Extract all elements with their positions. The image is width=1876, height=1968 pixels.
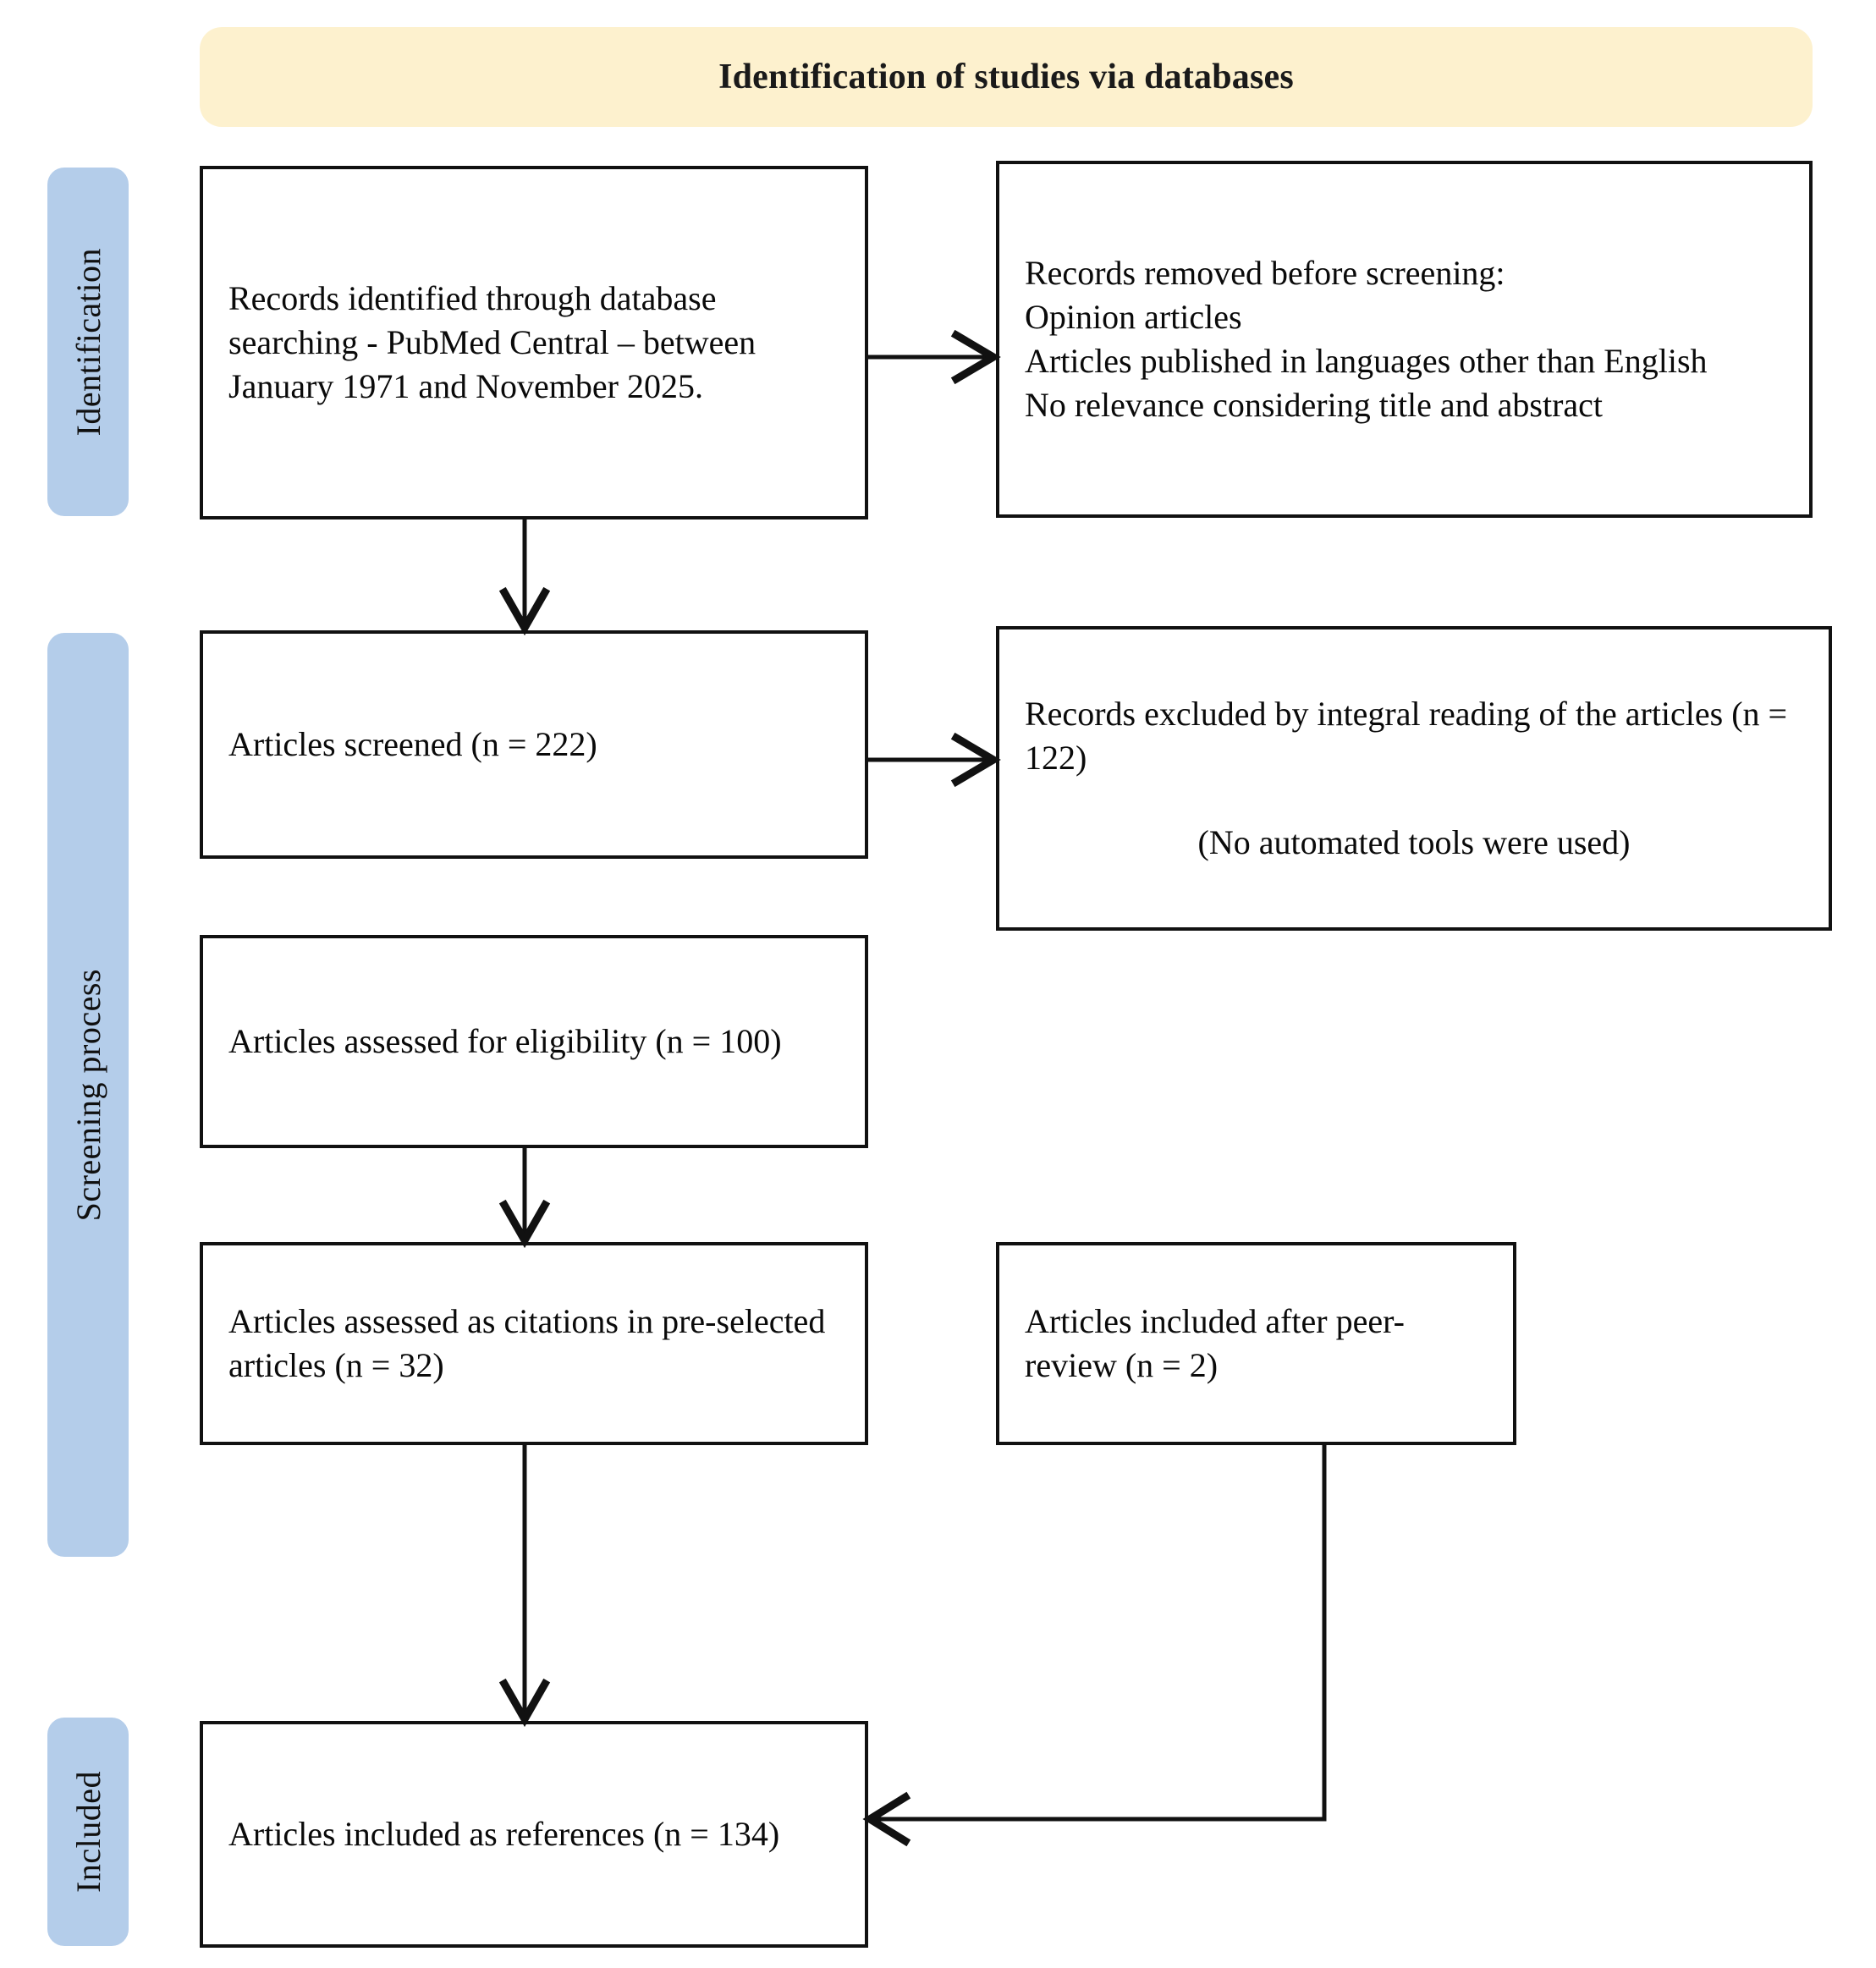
node-articles-citations: Articles assessed as citations in pre-se… bbox=[200, 1242, 868, 1445]
node-articles-citations-text: Articles assessed as citations in pre-se… bbox=[228, 1302, 826, 1384]
arrow-identified-to-screened bbox=[498, 519, 551, 636]
arrow-identified-to-removed bbox=[868, 329, 1001, 385]
arrow-screened-to-excluded bbox=[868, 732, 1001, 788]
node-articles-peer-review-text: Articles included after peer-review (n =… bbox=[1025, 1302, 1405, 1384]
node-records-identified: Records identified through database sear… bbox=[200, 166, 868, 519]
records-excluded-line-1: Records excluded by integral reading of … bbox=[1025, 695, 1788, 777]
records-excluded-line-2: (No automated tools were used) bbox=[1197, 823, 1631, 861]
arrow-citations-to-included bbox=[498, 1445, 551, 1728]
node-articles-included: Articles included as references (n = 134… bbox=[200, 1721, 868, 1948]
node-articles-screened-text: Articles screened (n = 222) bbox=[228, 725, 597, 763]
diagram-title-banner: Identification of studies via databases bbox=[200, 27, 1813, 127]
page-title: Identification of studies via databases bbox=[718, 58, 1294, 96]
node-articles-eligibility-text: Articles assessed for eligibility (n = 1… bbox=[228, 1022, 782, 1060]
node-records-excluded-text: Records excluded by integral reading of … bbox=[999, 692, 1829, 865]
stage-label-included: Included bbox=[47, 1718, 129, 1946]
records-removed-line-3: Articles published in languages other th… bbox=[1025, 342, 1708, 380]
node-articles-screened: Articles screened (n = 222) bbox=[200, 630, 868, 859]
stage-label-screening: Screening process bbox=[47, 633, 129, 1557]
arrow-peer-review-to-included bbox=[862, 1445, 1327, 1847]
records-removed-line-2: Opinion articles bbox=[1025, 298, 1242, 336]
records-removed-line-4: No relevance considering title and abstr… bbox=[1025, 386, 1604, 424]
node-records-identified-text: Records identified through database sear… bbox=[228, 279, 756, 405]
node-records-removed: Records removed before screening: Opinio… bbox=[996, 161, 1813, 518]
node-articles-eligibility: Articles assessed for eligibility (n = 1… bbox=[200, 935, 868, 1148]
records-removed-line-1: Records removed before screening: bbox=[1025, 254, 1505, 292]
node-records-removed-text: Records removed before screening: Opinio… bbox=[999, 251, 1809, 427]
node-articles-peer-review: Articles included after peer-review (n =… bbox=[996, 1242, 1516, 1445]
node-articles-included-text: Articles included as references (n = 134… bbox=[228, 1815, 780, 1853]
arrow-eligibility-to-citations bbox=[498, 1148, 551, 1249]
node-records-excluded: Records excluded by integral reading of … bbox=[996, 626, 1832, 931]
stage-label-identification: Identification bbox=[47, 168, 129, 516]
